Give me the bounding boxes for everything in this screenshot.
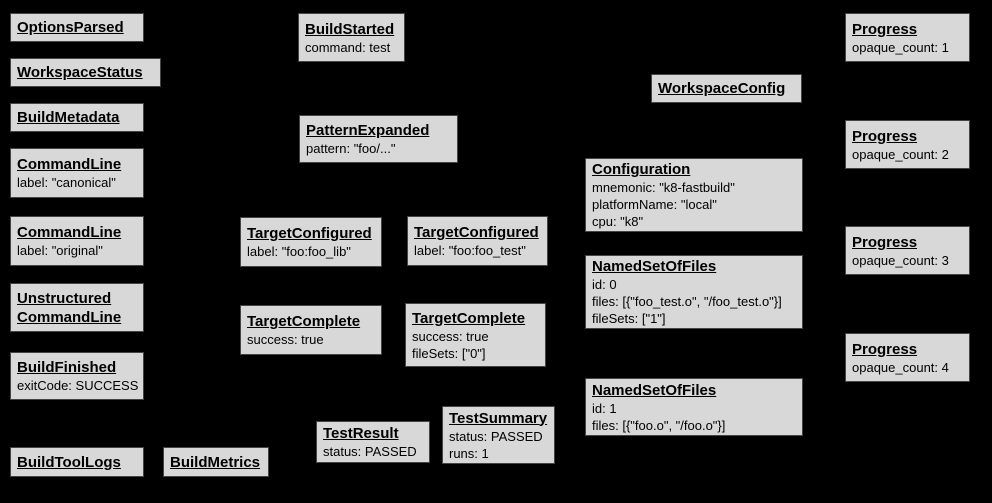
event-box-title: BuildToolLogs xyxy=(17,453,121,471)
event-box-title: Progress xyxy=(852,340,918,358)
event-box-title: Progress xyxy=(852,233,918,251)
event-box-field: opaque_count: 1 xyxy=(852,39,949,55)
event-box-test-result: TestResult status: PASSED xyxy=(316,421,430,463)
event-box-field: command: test xyxy=(305,39,391,55)
event-box-field: opaque_count: 3 xyxy=(852,252,949,268)
event-box-field: exitCode: SUCCESS xyxy=(17,378,139,393)
event-box-title: WorkspaceConfig xyxy=(658,80,786,97)
event-box-field: opaque_count: 4 xyxy=(852,359,949,375)
event-box-title: WorkspaceStatus xyxy=(17,64,143,81)
event-box-command-line-original: CommandLine label: "original" xyxy=(10,216,144,266)
event-box-command-line-canonical: CommandLine label: "canonical" xyxy=(10,148,144,198)
event-box-named-set-of-files-0: NamedSetOfFiles id: 0 files: [{"foo_test.o… xyxy=(585,255,803,329)
event-box-title: TargetComplete xyxy=(247,313,361,330)
event-box-field: id: 0 xyxy=(592,277,617,292)
event-box-title: Configuration xyxy=(592,161,691,178)
event-box-title: CommandLine xyxy=(17,308,122,326)
event-box-field: id: 1 xyxy=(592,400,617,416)
event-box-configuration: Configuration mnemonic: "k8-fastbuild" pla… xyxy=(585,158,803,232)
event-box-field: status: PASSED xyxy=(323,444,417,459)
event-box-options-parsed: OptionsParsed xyxy=(10,13,144,42)
event-box-build-tool-logs: BuildToolLogs xyxy=(10,447,144,477)
event-box-title: Progress xyxy=(852,127,918,145)
event-box-field: label: "canonical" xyxy=(17,175,116,190)
event-box-field: status: PASSED xyxy=(449,428,543,444)
event-box-title: TestResult xyxy=(323,425,399,442)
event-box-target-complete-foo-lib: TargetComplete success: true xyxy=(240,305,382,355)
event-box-title: BuildFinished xyxy=(17,359,117,376)
event-box-field: platformName: "local" xyxy=(592,197,717,212)
event-box-title: TargetConfigured xyxy=(247,225,372,242)
event-box-field: cpu: "k8" xyxy=(592,214,644,229)
event-box-title: NamedSetOfFiles xyxy=(592,381,717,399)
event-box-target-configured-foo-lib: TargetConfigured label: "foo:foo_lib" xyxy=(240,217,382,267)
event-box-title: Progress xyxy=(852,20,918,38)
event-box-title: TargetConfigured xyxy=(414,224,539,241)
event-box-build-metrics: BuildMetrics xyxy=(163,447,269,477)
event-box-field: label: "foo:foo_lib" xyxy=(247,244,351,259)
event-box-field: files: [{"foo.o", "/foo.o"}] xyxy=(592,417,726,433)
event-box-field: runs: 1 xyxy=(449,445,489,461)
event-box-field: success: true xyxy=(412,328,489,344)
event-box-workspace-status: WorkspaceStatus xyxy=(10,58,161,87)
event-box-title: BuildMetadata xyxy=(17,109,120,126)
event-box-title: BuildMetrics xyxy=(170,453,261,471)
event-box-field: mnemonic: "k8-fastbuild" xyxy=(592,180,735,195)
event-box-title: TestSummary xyxy=(449,409,548,427)
event-box-field: label: "original" xyxy=(17,243,103,258)
event-box-field: files: [{"foo_test.o", "/foo_test.o"}] xyxy=(592,294,782,309)
event-box-title: OptionsParsed xyxy=(17,19,124,36)
event-box-field: fileSets: ["0"] xyxy=(412,345,486,361)
event-box-build-metadata: BuildMetadata xyxy=(10,103,144,132)
event-box-title: BuildStarted xyxy=(305,20,395,38)
event-box-title: NamedSetOfFiles xyxy=(592,258,717,275)
event-box-target-configured-foo-test: TargetConfigured label: "foo:foo_test" xyxy=(407,216,548,266)
event-box-workspace-config: WorkspaceConfig xyxy=(651,74,802,103)
event-box-title: CommandLine xyxy=(17,156,122,173)
event-box-field: pattern: "foo/..." xyxy=(306,141,396,156)
event-box-build-finished: BuildFinished exitCode: SUCCESS xyxy=(10,352,144,400)
event-box-title: PatternExpanded xyxy=(306,122,430,139)
event-box-pattern-expanded: PatternExpanded pattern: "foo/..." xyxy=(299,115,458,163)
event-box-title: CommandLine xyxy=(17,224,122,241)
event-box-field: opaque_count: 2 xyxy=(852,146,949,162)
event-box-field: label: "foo:foo_test" xyxy=(414,243,526,258)
event-box-title: Unstructured xyxy=(17,289,112,307)
event-box-field: fileSets: ["1"] xyxy=(592,311,666,326)
event-box-title: TargetComplete xyxy=(412,309,526,327)
event-box-field: success: true xyxy=(247,332,324,347)
